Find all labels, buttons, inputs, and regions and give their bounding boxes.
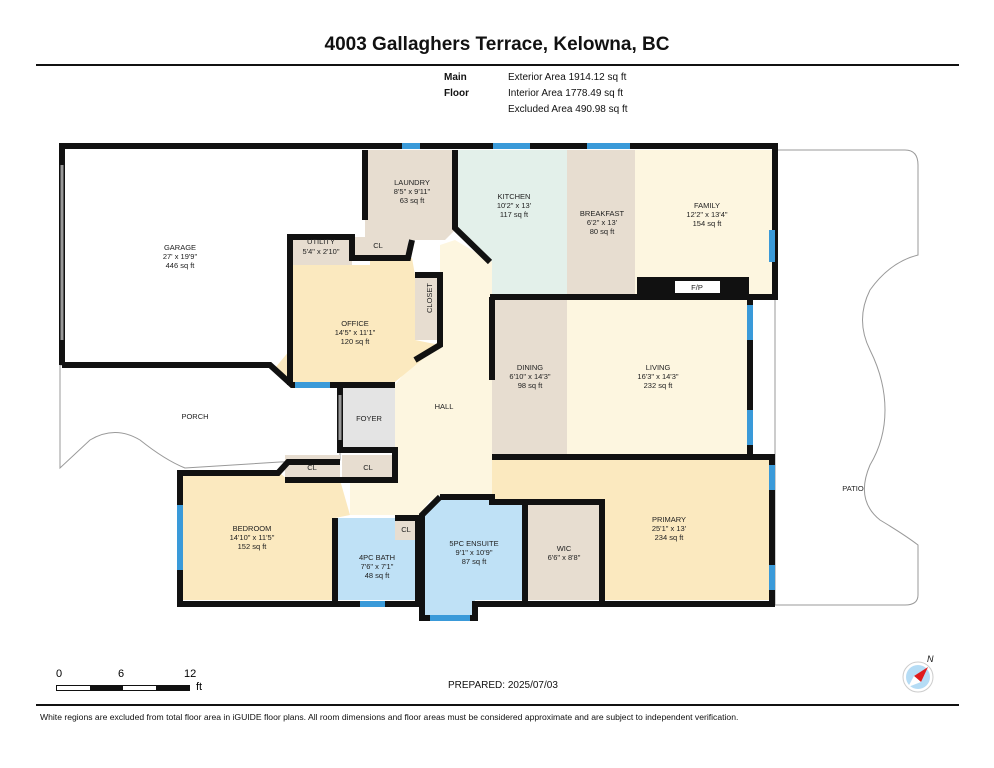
closet-label: CLOSET — [425, 283, 434, 313]
primary-dims: 25'1" x 13' — [652, 524, 687, 533]
bedroom-room — [183, 473, 350, 600]
office-dims: 14'5" x 11'1" — [335, 328, 376, 337]
scale-bar-graphic — [56, 685, 190, 691]
cl-bath — [395, 518, 418, 540]
kitchen-area: 117 sq ft — [500, 210, 529, 219]
bath4-name: 4PC BATH — [359, 553, 395, 562]
garage-name: GARAGE — [164, 243, 196, 252]
cl-bath-label: CL — [401, 525, 411, 534]
fireplace-label-box — [675, 281, 720, 293]
wic-name: WIC — [557, 544, 572, 553]
dining-area: 98 sq ft — [518, 381, 544, 390]
scale-tick-6: 6 — [118, 668, 125, 680]
compass-north: N — [927, 654, 934, 664]
wic-dims: 6'6" x 8'8" — [548, 553, 581, 562]
breakfast-dims: 6'2" x 13' — [587, 218, 618, 227]
exterior-area: Exterior Area 1914.12 sq ft — [508, 72, 627, 83]
ensuite-area: 87 sq ft — [462, 557, 488, 566]
patio-outline — [774, 149, 919, 606]
scale-unit: ft — [196, 681, 203, 693]
disclaimer: White regions are excluded from total fl… — [40, 712, 739, 722]
scale-bar: 0 6 12 ft — [56, 668, 216, 698]
ensuite-room — [425, 495, 525, 615]
primary-name: PRIMARY — [652, 515, 686, 524]
laundry-room — [365, 150, 455, 240]
office-room — [275, 258, 440, 382]
hall-room — [350, 240, 492, 515]
breakfast-name: BREAKFAST — [580, 209, 625, 218]
utility-dims: 5'4" x 2'10" — [303, 247, 340, 256]
cl-left-label: CL — [307, 463, 317, 472]
kitchen-name: KITCHEN — [498, 192, 531, 201]
primary-room — [492, 457, 770, 600]
ensuite-dims: 9'1" x 10'9" — [456, 548, 493, 557]
dining-dims: 6'10" x 14'3" — [509, 372, 550, 381]
room-labels: GARAGE 27' x 19'9" 446 sq ft LAUNDRY 8'5… — [163, 178, 864, 580]
family-name: FAMILY — [694, 201, 720, 210]
family-dims: 12'2" x 13'4" — [686, 210, 727, 219]
family-room — [635, 150, 772, 297]
bath4-area: 48 sq ft — [365, 571, 391, 580]
cl-utility-label: CL — [373, 241, 383, 250]
office-name: OFFICE — [341, 319, 369, 328]
prepared-date: PREPARED: 2025/07/03 — [448, 680, 558, 691]
floor-label: Main Floor — [444, 72, 469, 99]
laundry-dims: 8'5" x 9'11" — [394, 187, 431, 196]
family-area: 154 sq ft — [693, 219, 723, 228]
scale-tick-0: 0 — [56, 668, 63, 680]
porch-label: PORCH — [181, 412, 208, 421]
cl-utility — [352, 237, 408, 259]
garage-dims: 27' x 19'9" — [163, 252, 198, 261]
closet-room — [415, 275, 440, 340]
foyer-label: FOYER — [356, 414, 382, 423]
cl-right-label: CL — [363, 463, 373, 472]
garage-area: 446 sq ft — [166, 261, 196, 270]
living-area: 232 sq ft — [644, 381, 674, 390]
foyer-room — [340, 385, 395, 450]
breakfast-room — [567, 150, 635, 297]
cl-right — [342, 455, 395, 479]
living-room — [567, 297, 750, 455]
primary-area: 234 sq ft — [655, 533, 685, 542]
compass-icon: N — [902, 654, 934, 693]
fireplace-label: F/P — [691, 283, 703, 292]
ensuite-name: 5PC ENSUITE — [449, 539, 498, 548]
utility-room — [290, 237, 352, 265]
wic-room — [527, 502, 602, 600]
laundry-area: 63 sq ft — [400, 196, 426, 205]
bedroom-name: BEDROOM — [233, 524, 272, 533]
header-divider — [36, 64, 959, 66]
kitchen-dims: 10'2" x 13' — [497, 201, 532, 210]
bedroom-dims: 14'10" x 11'5" — [230, 533, 275, 542]
bath4-dims: 7'6" x 7'1" — [361, 562, 394, 571]
utility-name: UTILITY — [307, 237, 335, 246]
hall-label: HALL — [435, 402, 454, 411]
office-area: 120 sq ft — [341, 337, 371, 346]
walls — [59, 143, 778, 621]
bedroom-area: 152 sq ft — [238, 542, 268, 551]
living-name: LIVING — [646, 363, 671, 372]
page-title: 4003 Gallaghers Terrace, Kelowna, BC — [324, 34, 670, 55]
interior-area: Interior Area 1778.49 sq ft — [508, 88, 624, 99]
patio-label: PATIO — [842, 484, 864, 493]
footer-divider — [36, 704, 959, 706]
windows — [60, 143, 775, 621]
excluded-area: Excluded Area 490.98 sq ft — [508, 104, 628, 115]
breakfast-area: 80 sq ft — [590, 227, 616, 236]
living-dims: 16'3" x 14'3" — [637, 372, 678, 381]
laundry-name: LAUNDRY — [394, 178, 430, 187]
kitchen-room — [455, 150, 567, 297]
dining-room — [492, 297, 567, 455]
scale-tick-12: 12 — [184, 668, 197, 680]
dining-name: DINING — [517, 363, 543, 372]
